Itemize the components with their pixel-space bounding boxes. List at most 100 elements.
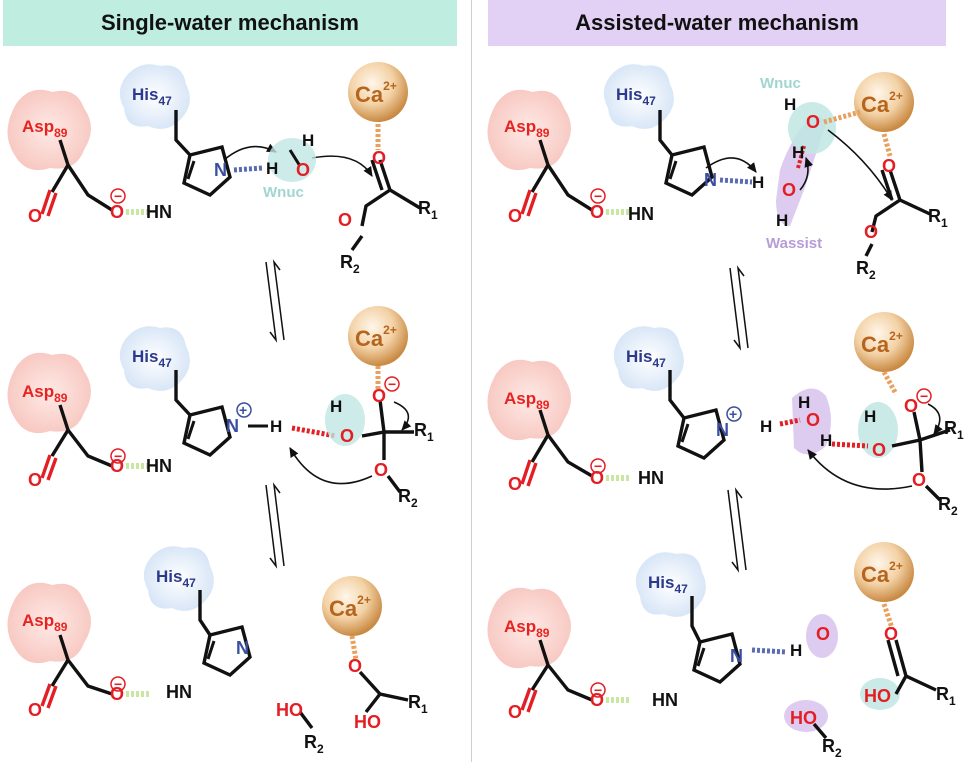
calcium-label: Ca2+ [861, 329, 903, 357]
negative-charge: − [594, 188, 602, 204]
r1-group: R1 [408, 692, 428, 716]
hydrogen-atom: H [790, 641, 802, 660]
negative-charge: − [114, 188, 122, 204]
r2-group: R2 [938, 494, 958, 518]
single-water-header: Single-water mechanism [3, 0, 457, 46]
oxygen-atom: O [28, 470, 42, 490]
oxygen-atom: O [372, 386, 386, 406]
his-label: His47 [132, 347, 172, 370]
oxygen-atom: O [508, 474, 522, 494]
r1-group: R1 [414, 420, 434, 444]
nitrogen-atom: N [704, 170, 717, 190]
nitrogen-atom: N [730, 646, 743, 666]
his-nh: HN [146, 456, 172, 476]
asp-label: Asp89 [504, 389, 550, 412]
hydrogen-atom: H [792, 143, 804, 162]
his-label: His47 [156, 567, 196, 590]
calcium-label: Ca2+ [355, 79, 397, 107]
nitrogen-atom: N [214, 160, 227, 180]
hydrogen-atom: H [864, 407, 876, 426]
r1-group: R1 [928, 206, 948, 230]
r2-group: R2 [340, 252, 360, 276]
r2-group: R2 [822, 736, 842, 760]
positive-charge: + [239, 402, 247, 418]
his-label: His47 [648, 573, 688, 596]
r1-group: R1 [936, 684, 956, 708]
nitrogen-atom: N [716, 420, 729, 440]
r2-group: R2 [856, 258, 876, 282]
hydroxyl-label: HO [790, 708, 817, 728]
calcium-label: Ca2+ [861, 89, 903, 117]
right-row1 [487, 64, 931, 257]
asp-label: Asp89 [22, 117, 68, 140]
oxygen-atom: O [782, 180, 796, 200]
negative-charge: − [114, 676, 122, 692]
left-row3 [7, 546, 409, 730]
oxygen-atom: O [28, 700, 42, 720]
oxygen-atom: O [904, 396, 918, 416]
negative-charge: − [920, 388, 928, 404]
asp-label: Asp89 [22, 611, 68, 634]
oxygen-atom: O [590, 202, 604, 222]
panel-divider [471, 0, 472, 762]
oxygen-atom: O [28, 206, 42, 226]
hydrogen-atom: H [270, 417, 282, 436]
hydrogen-atom: H [820, 431, 832, 450]
hydroxyl-label: HO [354, 712, 381, 732]
his-label: His47 [616, 85, 656, 108]
left-equilibrium-arrows [265, 259, 285, 569]
right-row3 [487, 542, 937, 740]
right-row2 [487, 312, 951, 502]
oxygen-atom: O [508, 702, 522, 722]
hydrogen-atom: H [798, 393, 810, 412]
calcium-label: Ca2+ [329, 593, 371, 621]
oxygen-atom: O [806, 410, 820, 430]
hydrogen-atom: H [760, 417, 772, 436]
hydrogen-atom: H [752, 173, 764, 192]
hydrogen-atom: H [302, 131, 314, 150]
hydrogen-atom: H [266, 159, 278, 178]
oxygen-atom: O [348, 656, 362, 676]
calcium-label: Ca2+ [861, 559, 903, 587]
oxygen-atom: O [884, 624, 898, 644]
hydrogen-atom: H [776, 211, 788, 230]
oxygen-atom: O [110, 202, 124, 222]
hydrogen-atom: H [784, 95, 796, 114]
negative-charge: − [388, 376, 396, 392]
oxygen-atom: O [296, 160, 310, 180]
oxygen-atom: O [882, 156, 896, 176]
hydroxyl-label: HO [276, 700, 303, 720]
hydrogen-atom: H [330, 397, 342, 416]
oxygen-atom: O [872, 440, 886, 460]
oxygen-atom: O [372, 148, 386, 168]
assisted-water-header: Assisted-water mechanism [488, 0, 946, 46]
calcium-label: Ca2+ [355, 323, 397, 351]
negative-charge: − [594, 682, 602, 698]
wassist-label: Wassist [766, 235, 822, 252]
his-nh: HN [166, 682, 192, 702]
hydroxyl-label: HO [864, 686, 891, 706]
his-nh: HN [652, 690, 678, 710]
nitrogen-atom: N [226, 416, 239, 436]
negative-charge: − [114, 448, 122, 464]
oxygen-atom: O [806, 112, 820, 132]
left-row2 [7, 306, 414, 494]
r2-group: R2 [398, 486, 418, 510]
oxygen-atom: O [864, 222, 878, 242]
r1-group: R1 [418, 198, 438, 222]
his-label: His47 [132, 85, 172, 108]
positive-charge: + [729, 406, 737, 422]
oxygen-atom: O [338, 210, 352, 230]
wnuc-label: Wnuc [760, 75, 801, 92]
oxygen-atom: O [912, 470, 926, 490]
oxygen-atom: O [508, 206, 522, 226]
his-label: His47 [626, 347, 666, 370]
asp-label: Asp89 [504, 117, 550, 140]
his-nh: HN [628, 204, 654, 224]
negative-charge: − [594, 458, 602, 474]
nitrogen-atom: N [236, 638, 249, 658]
r1-group: R1 [944, 418, 964, 442]
his-nh: HN [638, 468, 664, 488]
wnuc-label: Wnuc [263, 184, 304, 201]
